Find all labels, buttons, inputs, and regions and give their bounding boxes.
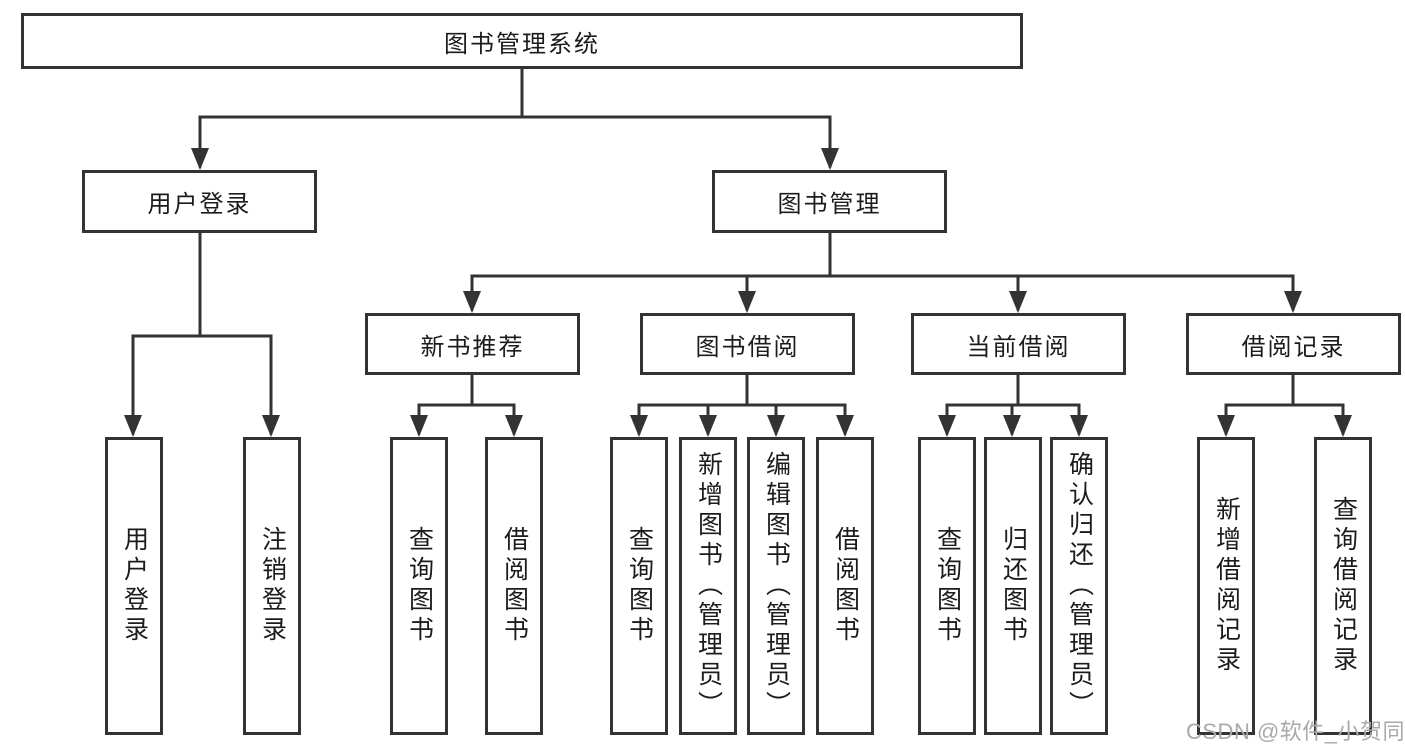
node-new-book-recommend: 新书推荐: [365, 313, 580, 375]
arrowhead: [410, 415, 428, 437]
arrowhead: [630, 415, 648, 437]
leaf-borrow-books-recommend: 借阅图书: [485, 437, 543, 735]
arrowhead: [124, 415, 142, 437]
leaf-confirm-return-admin-label: 确认归还（管理员）: [1065, 451, 1094, 721]
arrowheads: [124, 148, 1352, 437]
leaf-query-borrow-record-label: 查询借阅记录: [1329, 496, 1358, 676]
arrowhead: [836, 415, 854, 437]
leaf-edit-books-admin-label: 编辑图书（管理员）: [762, 451, 791, 721]
edge-lines: [131, 66, 1345, 435]
arrowhead: [1070, 415, 1088, 437]
arrowhead: [1003, 415, 1021, 437]
arrowhead: [938, 415, 956, 437]
node-borrowing-records: 借阅记录: [1186, 313, 1401, 375]
node-current-borrowing: 当前借阅: [911, 313, 1126, 375]
arrowhead: [262, 415, 280, 437]
leaf-query-books-recommend: 查询图书: [390, 437, 448, 735]
arrowhead: [505, 415, 523, 437]
leaf-add-borrow-record-label: 新增借阅记录: [1212, 496, 1241, 676]
arrowhead: [699, 415, 717, 437]
arrowhead: [1334, 415, 1352, 437]
leaf-borrow-books-label: 借阅图书: [831, 526, 860, 646]
leaf-edit-books-admin: 编辑图书（管理员）: [747, 437, 805, 735]
node-user-login-label: 用户登录: [147, 191, 252, 218]
leaf-query-books-current: 查询图书: [918, 437, 976, 735]
node-borrowing-records-label: 借阅记录: [1241, 333, 1346, 361]
leaf-query-books-current-label: 查询图书: [933, 526, 962, 646]
arrowhead: [767, 415, 785, 437]
leaf-add-books-admin-label: 新增图书（管理员）: [694, 451, 723, 721]
node-book-borrowing: 图书借阅: [640, 313, 855, 375]
leaf-query-borrow-record: 查询借阅记录: [1314, 437, 1372, 735]
leaf-return-books: 归还图书: [984, 437, 1042, 735]
leaf-return-books-label: 归还图书: [999, 526, 1028, 646]
arrowhead: [1009, 291, 1027, 313]
arrowhead: [738, 291, 756, 313]
leaf-user-login-label: 用户登录: [120, 526, 149, 646]
arrowhead: [1217, 415, 1235, 437]
arrowhead: [191, 148, 209, 170]
node-library-system-label: 图书管理系统: [444, 30, 600, 58]
arrowhead: [1284, 291, 1302, 313]
node-user-login: 用户登录: [82, 170, 317, 233]
csdn-watermark: CSDN @软件_小贺同学: [1186, 719, 1405, 744]
leaf-borrow-books: 借阅图书: [816, 437, 874, 735]
node-current-borrowing-label: 当前借阅: [966, 333, 1071, 361]
node-book-borrowing-label: 图书借阅: [695, 333, 800, 361]
leaf-logout-label: 注销登录: [258, 526, 287, 646]
arrowhead: [463, 291, 481, 313]
leaf-query-books-recommend-label: 查询图书: [405, 526, 434, 646]
leaf-query-books-borrowing-label: 查询图书: [625, 526, 654, 646]
leaf-confirm-return-admin: 确认归还（管理员）: [1050, 437, 1108, 735]
leaf-borrow-books-recommend-label: 借阅图书: [500, 526, 529, 646]
leaf-user-login: 用户登录: [105, 437, 163, 735]
leaf-add-borrow-record: 新增借阅记录: [1197, 437, 1255, 735]
arrowhead: [821, 148, 839, 170]
leaf-add-books-admin: 新增图书（管理员）: [679, 437, 737, 735]
node-library-system: 图书管理系统: [21, 13, 1023, 69]
leaf-logout: 注销登录: [243, 437, 301, 735]
node-book-management: 图书管理: [712, 170, 947, 233]
node-book-management-label: 图书管理: [777, 191, 882, 218]
leaf-query-books-borrowing: 查询图书: [610, 437, 668, 735]
node-new-book-recommend-label: 新书推荐: [420, 333, 525, 361]
